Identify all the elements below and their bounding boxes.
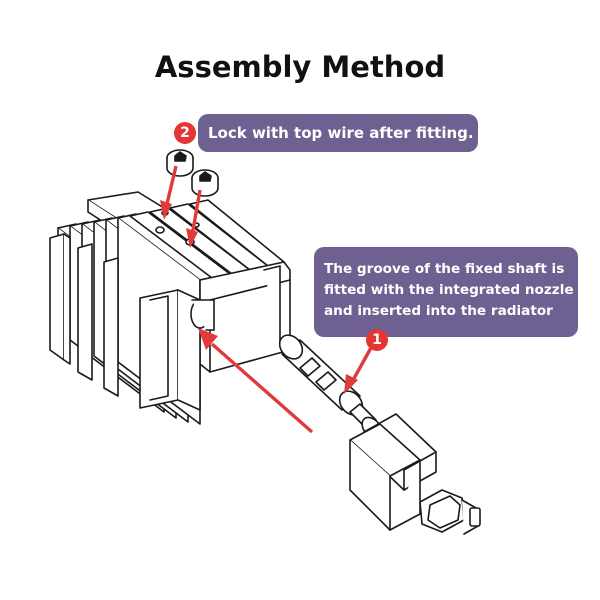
set-screws [166,149,219,197]
integrated-nozzle [278,334,481,535]
step-2-badge: 2 [174,122,196,144]
callout-step-2-text: Lock with top wire after fitting. [208,124,474,142]
instruction-arrows [160,165,374,434]
callout-step-1: The groove of the fixed shaft is fitted … [314,247,578,337]
callout-step-1-line-2: fitted with the integrated nozzle [324,282,574,298]
callout-step-1-line-1: The groove of the fixed shaft is [324,261,565,277]
callout-step-2: Lock with top wire after fitting. [198,114,478,152]
page-title: Assembly Method [154,50,446,84]
step-1-badge: 1 [366,329,388,351]
callout-step-1-line-3: and inserted into the radiator [324,303,553,319]
heatsink-radiator [49,191,291,425]
